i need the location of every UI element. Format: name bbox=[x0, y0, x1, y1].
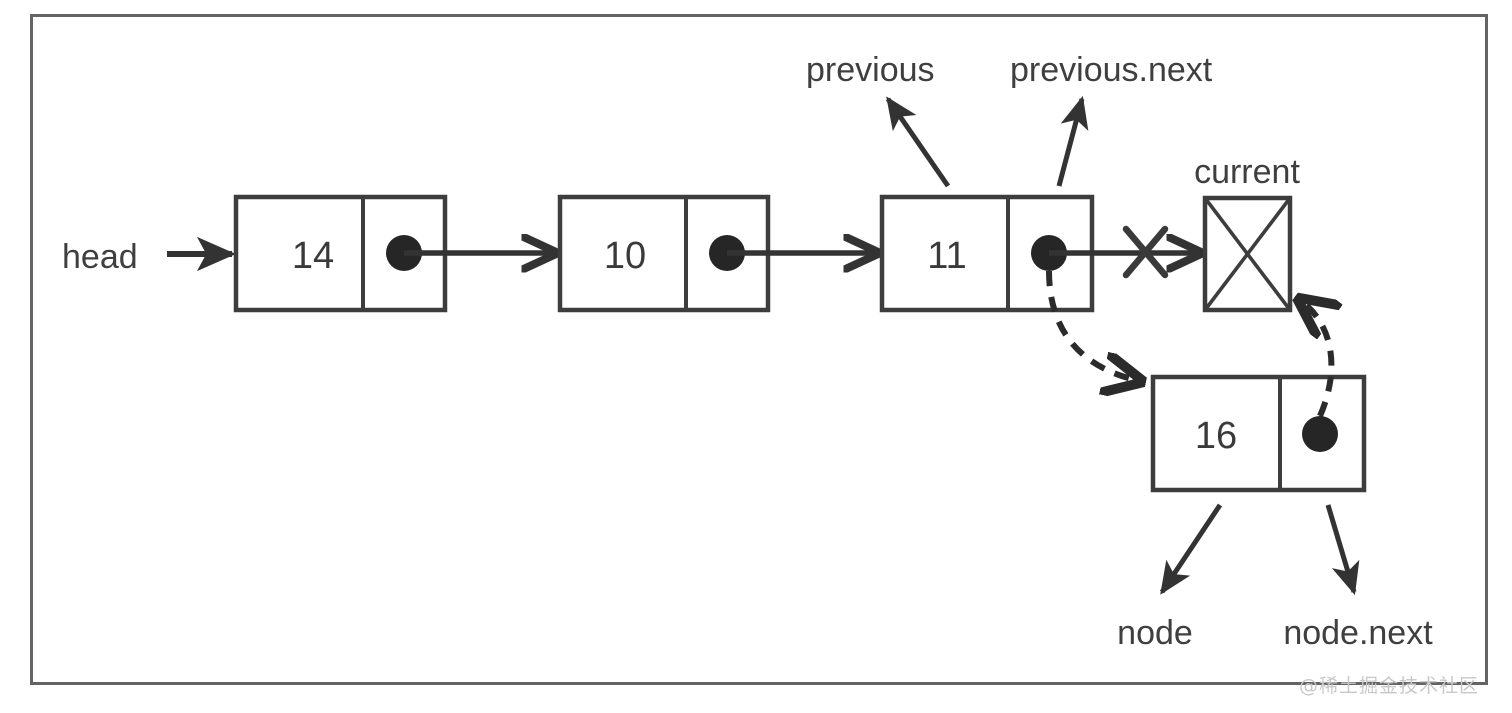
list-node-16: 16 bbox=[1150, 374, 1367, 493]
previous-next-label: previous.next bbox=[1010, 51, 1213, 89]
current-null-diagonal-2 bbox=[1203, 196, 1292, 312]
watermark: @稀土掘金技术社区 bbox=[1299, 675, 1479, 697]
list-node-11: 11 bbox=[879, 194, 1095, 313]
dashed-link-11-to-16 bbox=[1046, 270, 1140, 381]
node-next-pointer-arrow bbox=[1325, 504, 1360, 596]
node-pointer-arrow bbox=[1159, 503, 1223, 595]
current-null-box bbox=[1202, 195, 1293, 313]
node-next-label: node.next bbox=[1283, 614, 1433, 652]
node-14-value: 14 bbox=[292, 235, 334, 277]
node-11-value: 11 bbox=[927, 235, 966, 277]
node-10-value: 10 bbox=[604, 235, 646, 277]
previous-pointer-arrow bbox=[885, 96, 951, 188]
current-label: current bbox=[1194, 153, 1300, 191]
previous-label: previous bbox=[806, 51, 935, 89]
list-node-10: 10 bbox=[557, 194, 771, 313]
node-16-value: 16 bbox=[1195, 415, 1237, 457]
dashed-link-16-to-current bbox=[1300, 300, 1331, 418]
x-cross-mark bbox=[1122, 225, 1169, 279]
previous-next-pointer-arrow bbox=[1056, 95, 1089, 187]
node-16-pointer-dot bbox=[1302, 416, 1338, 452]
node-label: node bbox=[1117, 614, 1193, 652]
head-label: head bbox=[62, 238, 138, 276]
figure-frame bbox=[30, 14, 1488, 685]
